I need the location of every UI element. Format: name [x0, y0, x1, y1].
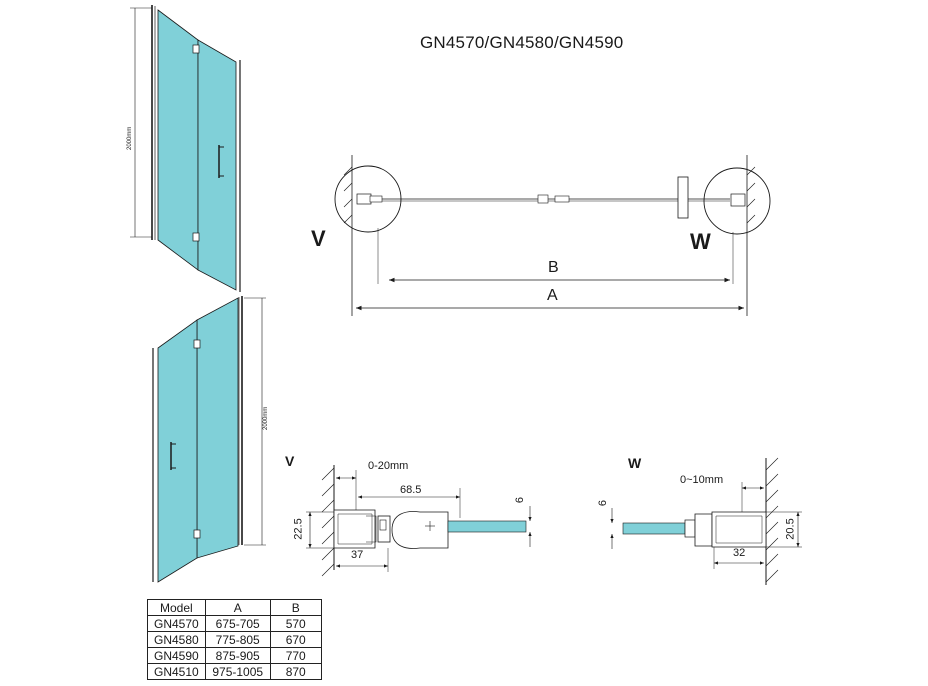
table-cell: 770	[269, 647, 322, 664]
door-elevation-top	[130, 5, 241, 292]
detail-w-glass: 6	[597, 499, 610, 507]
plan-view	[334, 155, 771, 316]
detail-v-range: 0-20mm	[368, 460, 409, 472]
table-row: GN4580 775-805 670	[147, 631, 322, 648]
door-panel-right	[197, 39, 237, 291]
table-cell: 975-1005	[204, 663, 271, 680]
table-cell: 675-705	[204, 615, 271, 632]
dimension-a-label: A	[547, 287, 558, 304]
table-cell: 775-805	[204, 631, 271, 648]
door-height-label-bottom: 2000mm	[263, 406, 269, 430]
detail-w-label: W	[628, 455, 642, 471]
detail-v-label: V	[285, 453, 295, 469]
detail-v-glass: 6	[514, 496, 527, 504]
detail-w-base: 32	[733, 547, 746, 559]
plan-label-w: W	[690, 229, 711, 254]
hinge-body	[391, 511, 449, 549]
table-cell: GN4580	[147, 631, 206, 648]
detail-v-width: 68.5	[400, 484, 422, 496]
door-height-label-top: 2000mm	[127, 126, 133, 150]
table-cell: 870	[269, 663, 322, 680]
door-panel-left	[157, 319, 198, 583]
detail-v	[306, 465, 532, 577]
table-header-row: Model A B	[147, 599, 322, 616]
plan-label-v: V	[311, 226, 326, 251]
handle-bracket	[677, 176, 689, 219]
glass-section	[622, 522, 686, 535]
table-row: GN4570 675-705 570	[147, 615, 322, 632]
table-cell: GN4590	[147, 647, 206, 664]
detail-w	[610, 457, 802, 585]
table-header-a: A	[204, 599, 271, 616]
table-cell: 570	[269, 615, 322, 632]
hinge-icon	[192, 44, 200, 54]
dimension-b-label: B	[548, 259, 559, 276]
detail-w-range: 0~10mm	[680, 474, 724, 486]
table-header-b: B	[269, 599, 322, 616]
door-panel-right	[196, 297, 239, 559]
detail-w-height: 20.5	[784, 518, 797, 540]
detail-v-base: 37	[351, 549, 364, 561]
glass-section	[447, 520, 527, 533]
hinge-icon	[193, 529, 201, 539]
table-row: GN4510 975-1005 870	[147, 663, 322, 680]
table-cell: GN4570	[147, 615, 206, 632]
hinge-icon	[193, 339, 201, 349]
table-cell: 875-905	[204, 647, 271, 664]
page-title: GN4570/GN4580/GN4590	[420, 33, 624, 52]
hinge-icon	[192, 232, 200, 242]
detail-v-height: 22.5	[292, 518, 305, 540]
table-cell: GN4510	[147, 663, 206, 680]
table-header-model: Model	[147, 599, 206, 616]
door-panel-left	[157, 9, 199, 271]
table-row: GN4590 875-905 770	[147, 647, 322, 664]
door-elevation-bottom	[152, 296, 266, 583]
table-cell: 670	[269, 631, 322, 648]
model-table: Model A B GN4570 675-705 570 GN4580 775-…	[147, 599, 322, 680]
